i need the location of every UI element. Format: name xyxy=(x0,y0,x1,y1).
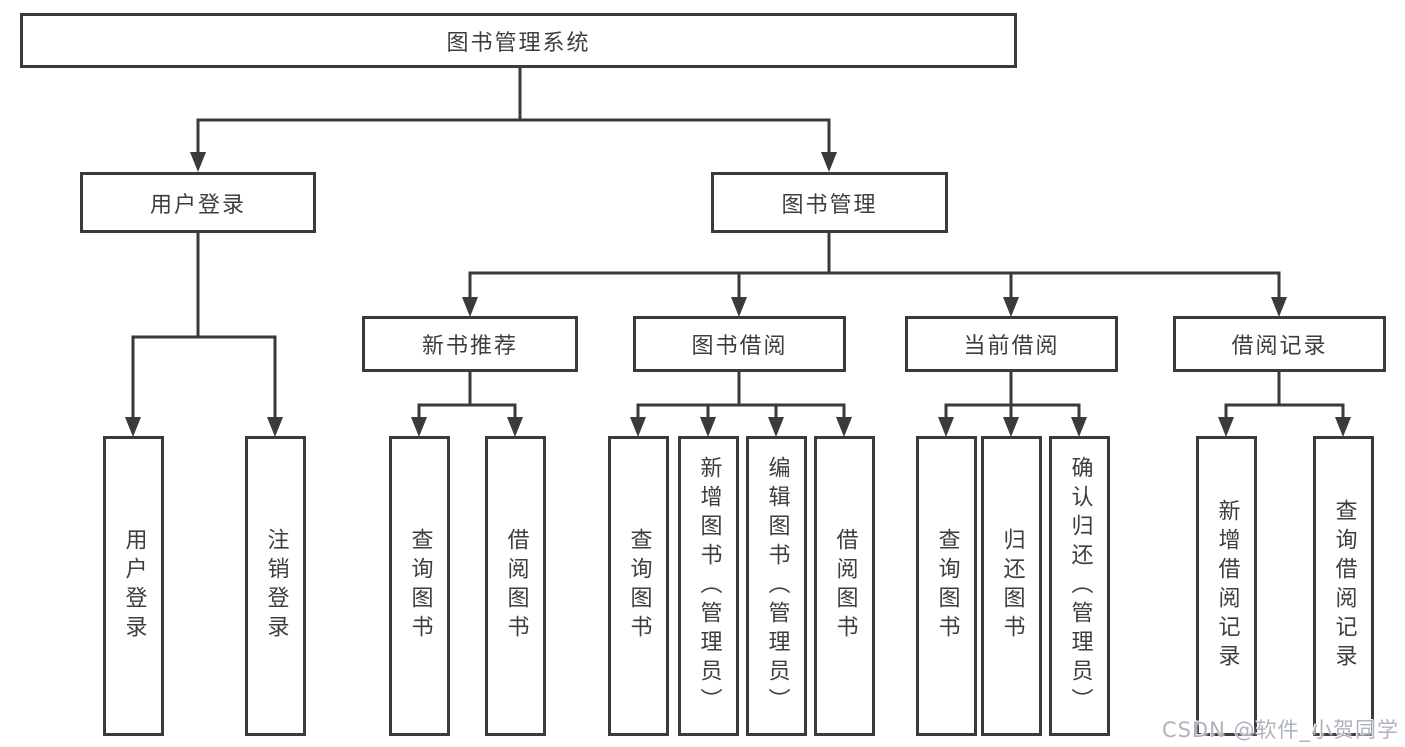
node-current-borrowing: 当前借阅 xyxy=(905,316,1118,372)
csdn-watermark: CSDN @软件_小贺同学 xyxy=(1161,718,1399,742)
node-new-book-recommend: 新书推荐 xyxy=(362,316,578,372)
node-borrowing-records: 借阅记录 xyxy=(1173,316,1386,372)
leaf-records-query-record: 查询借阅记录 xyxy=(1313,436,1374,736)
leaf-user-login-label: 用户登录 xyxy=(121,528,147,644)
leaf-current-query-books: 查询图书 xyxy=(916,436,977,736)
connector-book-mgmt-to-level3 xyxy=(462,229,1287,317)
leaf-newbook-query-books: 查询图书 xyxy=(389,436,450,736)
leaf-borrow-borrow-books-label: 借阅图书 xyxy=(832,528,858,644)
leaf-borrow-add-books-admin: 新增图书（管理员） xyxy=(678,436,739,736)
leaf-current-confirm-return-admin-label: 确认归还（管理员） xyxy=(1067,455,1093,717)
leaf-current-confirm-return-admin: 确认归还（管理员） xyxy=(1049,436,1110,736)
leaf-newbook-borrow-books: 借阅图书 xyxy=(485,436,546,736)
node-user-login: 用户登录 xyxy=(80,172,316,233)
leaf-borrow-edit-books-admin-label: 编辑图书（管理员） xyxy=(764,455,790,717)
leaf-newbook-borrow-books-label: 借阅图书 xyxy=(503,528,529,644)
leaf-borrow-edit-books-admin: 编辑图书（管理员） xyxy=(746,436,807,736)
leaf-records-add-record-label: 新增借阅记录 xyxy=(1214,499,1240,673)
leaf-current-return-books-label: 归还图书 xyxy=(999,528,1025,644)
leaf-newbook-query-books-label: 查询图书 xyxy=(407,528,433,644)
connector-new-book-children xyxy=(411,369,523,437)
connector-current-borrow-children xyxy=(938,369,1087,437)
leaf-borrow-query-books: 查询图书 xyxy=(608,436,669,736)
node-library-management-system: 图书管理系统 xyxy=(20,13,1017,68)
connector-root-to-level2 xyxy=(190,66,837,172)
leaf-current-return-books: 归还图书 xyxy=(981,436,1042,736)
connector-book-borrow-children xyxy=(630,369,852,437)
leaf-records-add-record: 新增借阅记录 xyxy=(1196,436,1257,736)
node-book-management: 图书管理 xyxy=(711,172,948,233)
leaf-borrow-query-books-label: 查询图书 xyxy=(626,528,652,644)
leaf-logout: 注销登录 xyxy=(245,436,306,736)
leaf-records-query-record-label: 查询借阅记录 xyxy=(1331,499,1357,673)
leaf-borrow-borrow-books: 借阅图书 xyxy=(814,436,875,736)
leaf-current-query-books-label: 查询图书 xyxy=(934,528,960,644)
leaf-user-login: 用户登录 xyxy=(103,436,164,736)
connector-borrow-records-children xyxy=(1218,369,1351,437)
node-book-borrowing: 图书借阅 xyxy=(633,316,846,372)
leaf-logout-label: 注销登录 xyxy=(263,528,289,644)
connector-user-login-children xyxy=(125,229,283,437)
leaf-borrow-add-books-admin-label: 新增图书（管理员） xyxy=(696,455,722,717)
